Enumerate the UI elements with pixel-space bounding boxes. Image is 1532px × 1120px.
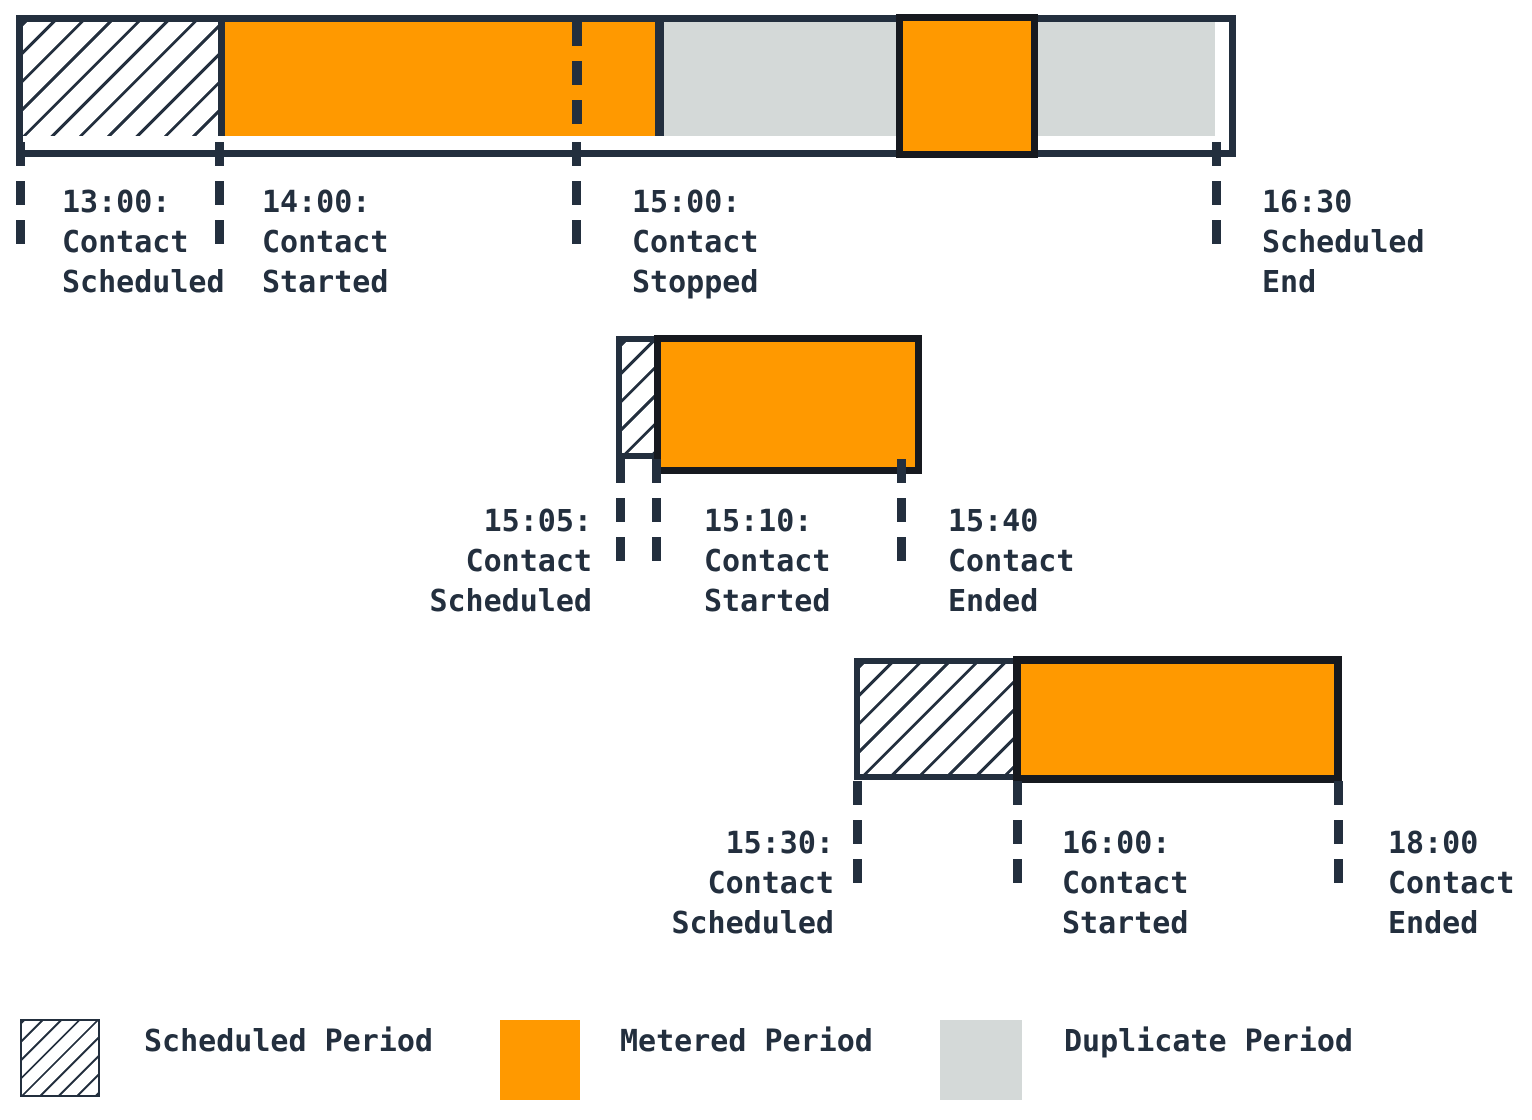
event-label-contact2-started: 15:10: Contact Started (704, 502, 830, 622)
tick-15-30 (853, 781, 862, 886)
legend-swatch-scheduled (20, 1019, 100, 1097)
event-label-contact3-started: 16:00: Contact Started (1062, 824, 1188, 944)
event-label-contact3-scheduled: 15:30: Contact Scheduled (671, 824, 834, 944)
event-text: Scheduled (62, 265, 225, 300)
event-time: 16:00: (1062, 826, 1171, 861)
event-text: Contact (62, 225, 189, 260)
scheduled-period-segment (854, 658, 1021, 780)
event-text: Contact (1062, 866, 1189, 901)
event-label-contact1-stopped: 15:00: Contact Stopped (632, 183, 758, 303)
event-time: 15:10: (704, 504, 813, 539)
legend-label-metered: Metered Period (620, 1024, 873, 1059)
event-text: Contact (262, 225, 389, 260)
event-text: Scheduled (429, 584, 592, 619)
tick-16-00 (1013, 781, 1022, 886)
event-text: Contact (465, 544, 592, 579)
event-label-contact3-ended: 18:00 Contact Ended (1388, 824, 1514, 944)
event-time: 15:30: (725, 826, 834, 861)
metered-overlap-segment (896, 14, 1038, 158)
event-text: Started (704, 584, 831, 619)
event-text: Contact (1388, 866, 1515, 901)
tick-13-00 (16, 142, 25, 247)
event-label-scheduled-end: 16:30 Scheduled End (1262, 183, 1425, 303)
legend-swatch-duplicate (940, 1020, 1022, 1100)
event-time: 15:00: (632, 185, 741, 220)
event-time: 16:30 (1262, 185, 1353, 220)
event-text: Contact (632, 225, 759, 260)
segment-divider (218, 22, 225, 136)
event-time: 14:00: (262, 185, 371, 220)
event-time: 15:40 (948, 504, 1039, 539)
event-text: Scheduled (671, 906, 834, 941)
segment-divider (655, 22, 664, 136)
event-label-contact2-scheduled: 15:05: Contact Scheduled (429, 502, 592, 622)
legend-label-duplicate: Duplicate Period (1064, 1024, 1353, 1059)
event-text: Contact (707, 866, 834, 901)
event-time: 15:05: (483, 504, 592, 539)
contact-stopped-dashed-line (572, 22, 582, 136)
event-label-contact2-ended: 15:40 Contact Ended (948, 502, 1074, 622)
event-label-contact1-scheduled: 13:00: Contact Scheduled (62, 183, 225, 303)
event-text: End (1262, 265, 1317, 300)
metered-period-segment (225, 22, 655, 136)
tick-18-00 (1334, 781, 1343, 886)
scheduled-period-segment (23, 22, 218, 136)
tick-15-40 (897, 459, 906, 564)
event-text: Ended (948, 584, 1039, 619)
event-text: Scheduled (1262, 225, 1425, 260)
event-text: Contact (704, 544, 831, 579)
timeline-contact-1 (16, 15, 1236, 157)
tick-14-00 (215, 142, 224, 247)
metered-period-segment (1013, 656, 1342, 783)
event-time: 18:00 (1388, 826, 1479, 861)
event-text: Started (1062, 906, 1189, 941)
tick-15-05 (616, 459, 625, 564)
metered-period-segment (654, 335, 922, 474)
event-text: Contact (948, 544, 1075, 579)
event-time: 13:00: (62, 185, 171, 220)
tick-15-10 (652, 459, 661, 564)
legend-swatch-metered (500, 1020, 580, 1100)
event-label-contact1-started: 14:00: Contact Started (262, 183, 388, 303)
legend-label-scheduled: Scheduled Period (144, 1024, 433, 1059)
event-text: Stopped (632, 265, 759, 300)
event-text: Started (262, 265, 389, 300)
tick-15-00 (572, 142, 581, 247)
event-text: Ended (1388, 906, 1479, 941)
tick-16-30 (1212, 142, 1221, 247)
